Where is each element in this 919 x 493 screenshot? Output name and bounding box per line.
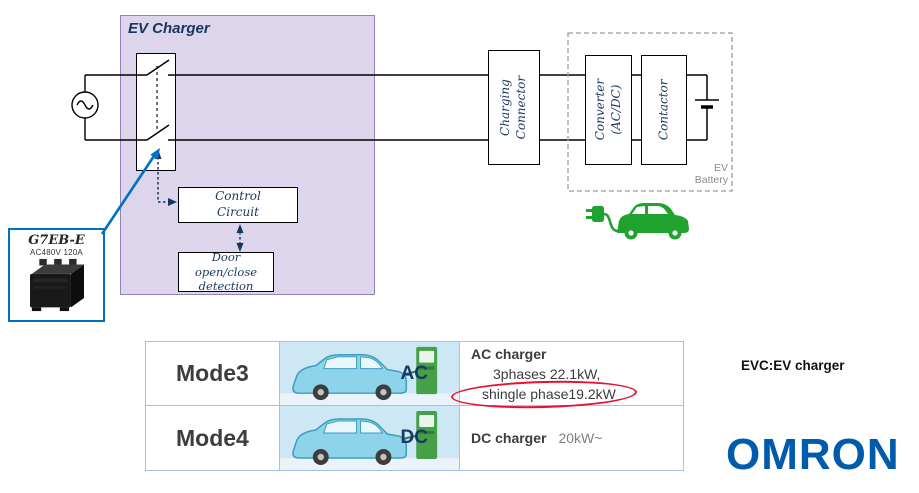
relay-contact-box [136,53,176,171]
mode-label: Mode4 [176,424,249,451]
converter-box: Converter (AC/DC) [585,55,632,165]
relay-model-label: G7EB-E [28,233,85,248]
charging-connector-label: Charging Connector [498,75,528,140]
charger-desc-cell: AC charger 3phases 22.1kW, shingle phase… [460,342,683,406]
omron-logo: OMRON [726,430,900,479]
door-detection-box: Door open/close detection [178,249,274,294]
car-photo [280,342,459,405]
ac-source-icon [71,75,99,140]
mode-table: Mode3 AC AC charger 3phases 22.1k [145,341,684,471]
control-circuit-label: Control Circuit [215,189,261,219]
evc-note: EVC:EV charger [741,358,845,373]
mode-label: Mode3 [176,360,249,386]
charger-title: AC charger [471,346,547,362]
ev-battery-label: EV Battery [694,162,728,187]
contactor-box: Contactor [641,55,687,165]
car-photo-cell: DC [280,406,460,470]
charger-title-row: AC charger [471,344,683,364]
charger-line1: 3phases 22.1kW, [493,366,601,382]
ev-charger-title: EV Charger [128,20,210,37]
current-type-badge: AC [400,362,428,384]
ev-car-icon [586,203,689,240]
mode-label-cell: Mode3 [146,342,280,406]
charger-extra: 20kW~ [558,430,603,446]
charger-title: DC charger [471,430,547,446]
converter-label: Converter (AC/DC) [592,79,623,141]
contactor-label: Contactor [656,79,671,141]
relay-rating-label: AC480V 120A [30,248,83,257]
mode-label-cell: Mode4 [146,406,280,470]
relay-callout-card: G7EB-E AC480V 120A [8,228,105,322]
door-detection-label: Door open/close detection [194,249,258,294]
charging-connector-box: Charging Connector [488,50,540,165]
charger-title-row: DC charger 20kW~ [471,428,683,448]
battery-icon [695,75,719,140]
charger-desc-cell: DC charger 20kW~ [460,406,683,470]
car-photo [280,406,459,470]
charger-line2: shingle phase19.2kW [482,386,616,402]
car-photo-cell: AC [280,342,460,406]
relay-product-photo-icon [29,258,84,312]
current-type-badge: DC [400,427,428,448]
control-circuit-box: Control Circuit [178,187,298,223]
